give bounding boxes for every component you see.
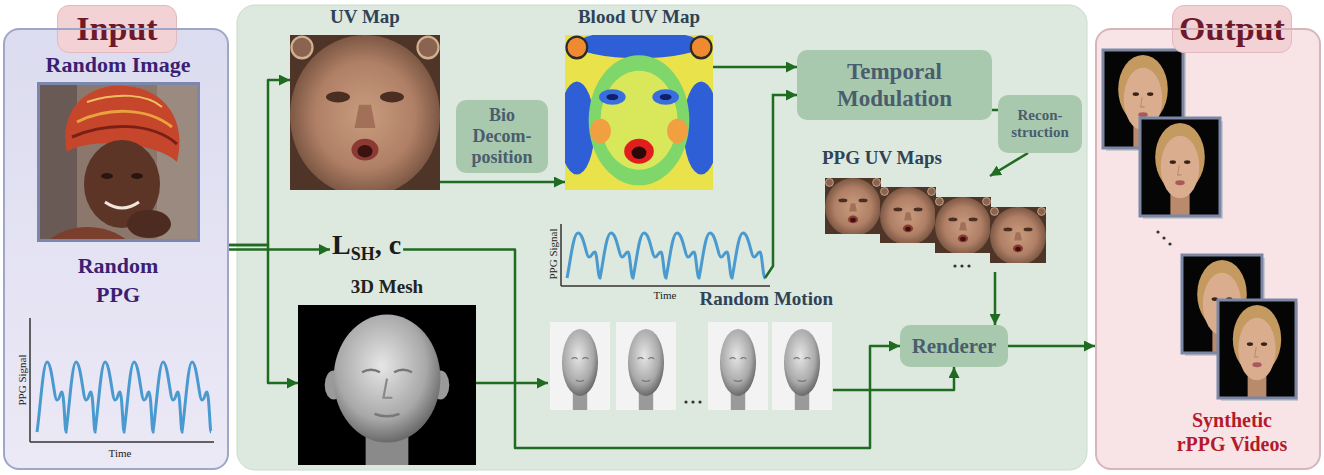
node-text: PPG UV Maps [822, 147, 1002, 169]
output-panel: Synthetic rPPG Videos [1095, 28, 1321, 470]
process-box: Recon- struction [998, 95, 1082, 153]
art-use [298, 305, 476, 465]
connector [990, 153, 1028, 176]
connector [713, 66, 797, 69]
connector [833, 367, 954, 390]
art-circle [691, 400, 694, 403]
art-circle [684, 400, 687, 403]
art-circle [1168, 242, 1171, 245]
art-circle [698, 400, 701, 403]
axis-label: Time [109, 447, 132, 459]
art-g [825, 178, 1046, 268]
art-line [29, 318, 31, 442]
axis-label: PPG Signal [547, 228, 559, 279]
art-circle [960, 264, 963, 267]
node-text: Renderer [912, 336, 997, 357]
blood-map-image: Blood UV Map [565, 35, 713, 190]
node-text: , c [375, 229, 401, 260]
art-use [559, 30, 719, 190]
mesh-image: 3D Mesh [298, 305, 476, 465]
connector [1008, 345, 1095, 348]
art-circle [1156, 230, 1159, 233]
art-path [77, 111, 172, 127]
art-use [616, 322, 676, 410]
node-text: Bio Decom- position [462, 105, 542, 168]
connector [403, 250, 900, 449]
node-text: Random Image [5, 52, 231, 78]
art-ellipse [101, 173, 113, 179]
node-text: Blood UV Map [555, 6, 723, 28]
node-text: SH [351, 244, 375, 264]
art-ellipse [131, 173, 143, 179]
art-rect [39, 84, 199, 241]
node-text: 3D Mesh [298, 276, 476, 298]
art-line [561, 285, 770, 287]
art-use [1218, 300, 1296, 398]
art-use [825, 178, 881, 236]
connector [994, 272, 997, 325]
input-panel: Random ImageRandom PPG [3, 28, 229, 470]
art-rect [1218, 300, 1296, 398]
node-text: Temporal Modulation [803, 58, 986, 112]
art-use [1140, 118, 1220, 216]
node-text: L [332, 229, 351, 260]
art-circle [953, 264, 956, 267]
art-path [37, 362, 211, 432]
art-path [765, 95, 797, 278]
art-rect [1096, 29, 1320, 469]
art-use [550, 322, 610, 410]
art-g [229, 67, 1095, 448]
connector [229, 80, 290, 245]
art-use [880, 187, 936, 245]
node-text: Recon- struction [1004, 107, 1076, 141]
art-circle [967, 264, 970, 267]
node-text: Random Motion [548, 288, 833, 310]
art-use [935, 197, 991, 255]
connector [229, 245, 298, 383]
renderer-box: Renderer [900, 325, 1008, 367]
art-rect [37, 82, 77, 242]
connector [476, 382, 548, 385]
art-circle [1162, 236, 1165, 239]
art-use [708, 322, 768, 410]
art-use [990, 207, 1046, 265]
uv-map-image: UV Map [290, 35, 440, 190]
node-text: Random PPG [58, 251, 178, 309]
lighting-symbol: LSH, c [330, 226, 403, 273]
art-line [30, 441, 214, 443]
motion-frames: Random Motion [548, 318, 833, 415]
node-text: Synthetic rPPG Videos [1167, 408, 1297, 456]
axis-label: Time [654, 289, 677, 301]
process-box: Bio Decom- position [456, 100, 548, 173]
ppg-map-stack: PPG UV Maps [822, 176, 1052, 272]
art-ellipse [127, 210, 171, 238]
art-g [37, 82, 200, 242]
art-path [105, 202, 139, 208]
art-use [290, 35, 440, 196]
art-line [560, 224, 562, 286]
art-rect [4, 29, 228, 469]
art-g [550, 322, 832, 410]
art-g [1103, 50, 1298, 401]
art-path [567, 233, 765, 278]
art-use [772, 322, 832, 410]
art-path [87, 96, 162, 107]
connector [229, 248, 330, 251]
axis-label: PPG Signal [16, 354, 28, 405]
process-box: Temporal Modulation [797, 50, 992, 120]
art-rect [37, 82, 200, 242]
node-text: UV Map [290, 6, 440, 28]
connector [440, 181, 565, 184]
art-rect [1140, 118, 1220, 216]
art-rect [237, 5, 1087, 470]
